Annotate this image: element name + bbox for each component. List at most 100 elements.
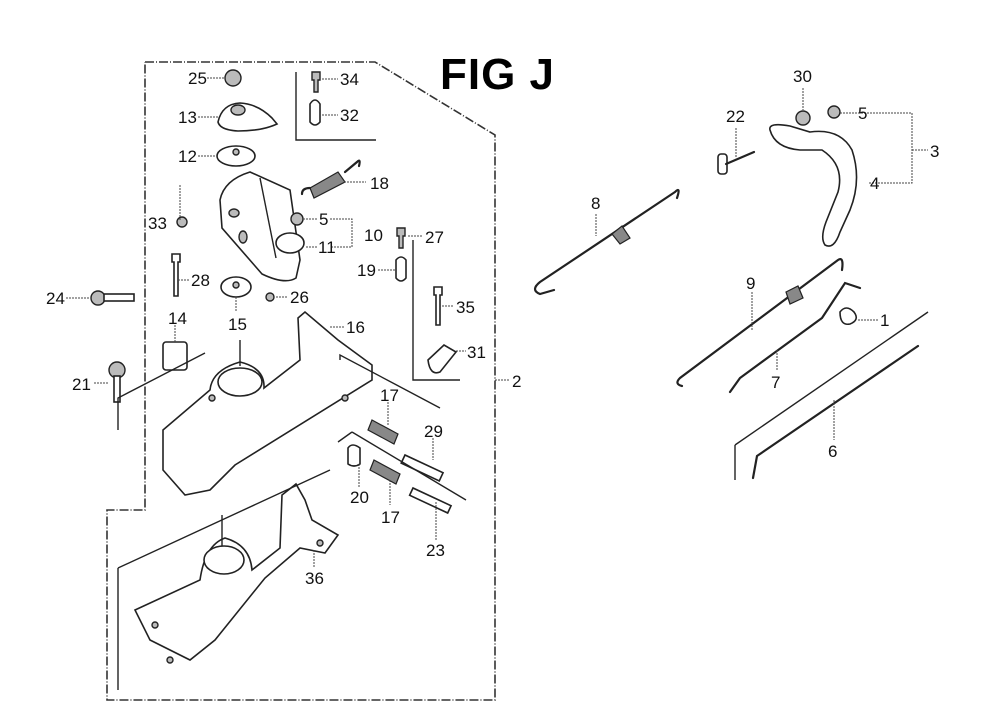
part-9-rod — [676, 258, 844, 388]
part-12-washer — [216, 145, 256, 167]
callout-9: 9 — [746, 274, 755, 293]
part-6-rod — [751, 344, 920, 480]
guide-line — [351, 431, 467, 501]
part-13-plate — [217, 102, 279, 132]
part-18-spring — [309, 171, 346, 199]
part-29-screw — [400, 453, 445, 482]
callout-6: 6 — [828, 442, 837, 461]
callout-20: 20 — [350, 488, 369, 507]
bracket-34-32 — [295, 72, 376, 141]
callout-35: 35 — [456, 298, 475, 317]
part-22-bolt-shank — [724, 150, 756, 166]
figure-title: FIG J — [440, 50, 556, 99]
callout-32: 32 — [340, 106, 359, 125]
callout-23: 23 — [426, 541, 445, 560]
governor-arm-plate — [219, 171, 301, 282]
part-17-spring-upper — [367, 419, 399, 445]
part-16-base-plate — [162, 310, 373, 496]
callout-27: 27 — [425, 228, 444, 247]
part-1-clip — [839, 307, 858, 326]
part-23-screw — [408, 486, 453, 515]
callout-17-upper: 17 — [380, 386, 399, 405]
part-13-boss — [230, 104, 246, 116]
callout-25: 25 — [188, 69, 207, 88]
part-8-spring — [611, 225, 631, 245]
callout-2: 2 — [512, 372, 521, 391]
hole-e — [316, 539, 324, 547]
assembly-frame — [106, 61, 496, 701]
guide-lower-diagonal — [117, 469, 331, 569]
callout-14: 14 — [168, 309, 187, 328]
callout-7: 7 — [771, 373, 780, 392]
callout-29: 29 — [424, 422, 443, 441]
part-15-hole — [232, 281, 240, 289]
part-32-pivot — [309, 99, 321, 126]
part-12-hole — [232, 148, 240, 156]
hole-d — [166, 656, 174, 664]
part-20-collar — [347, 444, 361, 467]
guide-left — [117, 352, 206, 430]
callout-18: 18 — [370, 174, 389, 193]
callout-8: 8 — [591, 194, 600, 213]
plate-hole — [228, 208, 240, 218]
callout-19: 19 — [357, 261, 376, 280]
part-5-nut-right — [827, 105, 841, 119]
callout-24: 24 — [46, 289, 65, 308]
callout-1: 1 — [880, 311, 889, 330]
part-35-screw — [433, 286, 443, 326]
callout-17-lower: 17 — [381, 508, 400, 527]
part-7-rod — [728, 281, 862, 394]
guide-right — [734, 311, 929, 446]
part-25-nut — [224, 69, 242, 87]
callout-26: 26 — [290, 288, 309, 307]
callout-16: 16 — [346, 318, 365, 337]
part-21-bolt-shank — [113, 375, 121, 403]
leader-lines — [66, 77, 928, 567]
callout-21: 21 — [72, 375, 91, 394]
callout-13: 13 — [178, 108, 197, 127]
guide-16 — [339, 353, 441, 409]
governor-rod — [259, 177, 277, 259]
part-30-nut — [795, 110, 811, 126]
part-17-spring-lower — [369, 459, 401, 485]
hole-b — [341, 394, 349, 402]
part-5-nut — [290, 212, 304, 226]
part-4-control-lever — [769, 123, 858, 247]
part-24-bolt-head — [90, 290, 106, 306]
part-19-joint — [395, 256, 407, 282]
callout-34: 34 — [340, 70, 359, 89]
part-27-bolt — [396, 227, 406, 249]
callout-5-left: 5 — [319, 210, 328, 229]
guide-line-b — [337, 431, 353, 443]
part-31-holder — [427, 344, 458, 374]
callout-36: 36 — [305, 569, 324, 588]
part-9-spring — [785, 285, 804, 305]
part-24-bolt-shank — [103, 293, 135, 302]
part-14-bracket — [162, 341, 188, 371]
part-18-hooks — [300, 159, 361, 196]
mount-boss-upper — [217, 367, 263, 397]
callout-5-right: 5 — [858, 104, 867, 123]
callout-3: 3 — [930, 142, 939, 161]
bracket-31 — [412, 240, 460, 381]
part-28-bolt — [171, 253, 181, 297]
callout-22: 22 — [726, 107, 745, 126]
hole-c — [151, 621, 159, 629]
part-34-screw — [311, 71, 321, 93]
callout-30: 30 — [793, 67, 812, 86]
callout-11: 11 — [318, 238, 336, 257]
callout-28: 28 — [191, 271, 210, 290]
part-11-disc — [275, 232, 305, 254]
callout-15: 15 — [228, 315, 247, 334]
plate-slot — [238, 230, 248, 244]
callout-33: 33 — [148, 214, 167, 233]
part-33-clip — [176, 216, 188, 228]
mount-boss-lower — [203, 545, 245, 575]
callout-4: 4 — [870, 174, 879, 193]
part-26-clip — [265, 292, 275, 302]
callout-12: 12 — [178, 147, 197, 166]
callout-31: 31 — [467, 343, 486, 362]
hole-a — [208, 394, 216, 402]
